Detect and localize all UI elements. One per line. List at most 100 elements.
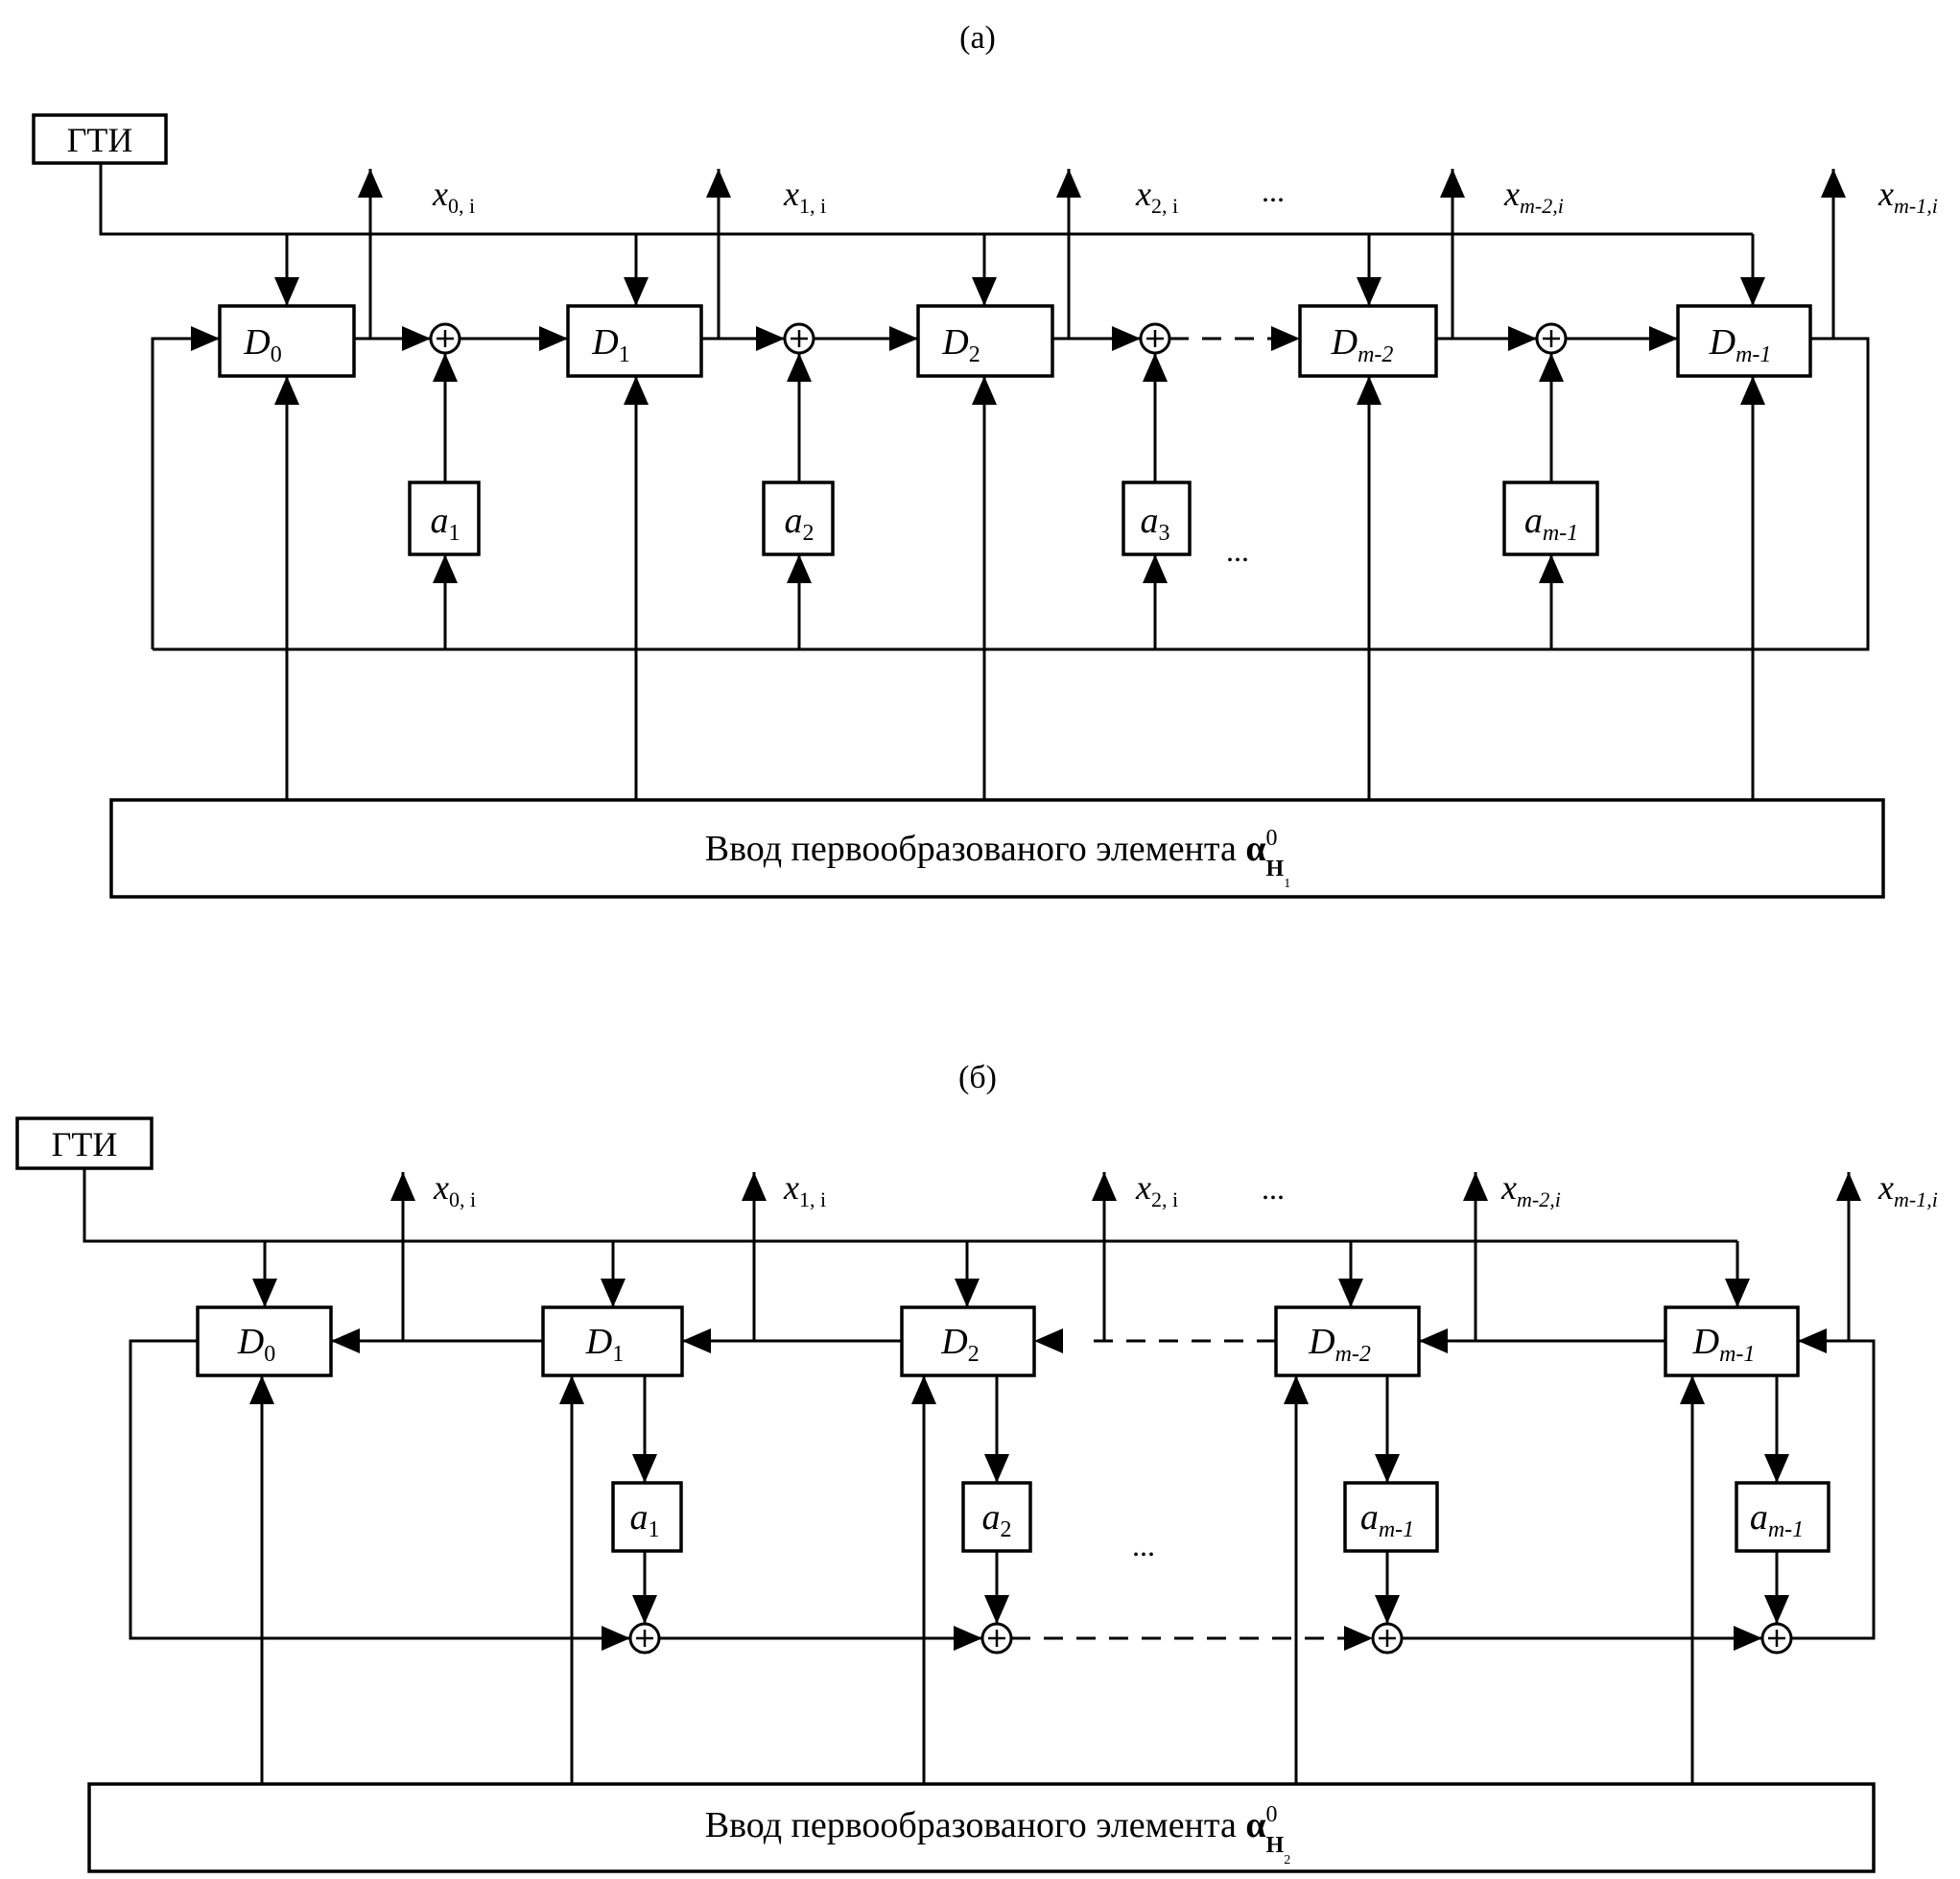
input-arrow-icon — [1357, 376, 1381, 405]
input-arrow-icon — [624, 376, 649, 405]
arrow-icon — [1539, 554, 1564, 583]
coefficient-box — [1735, 1481, 1830, 1553]
output-arrow-icon — [706, 169, 731, 198]
output-label-b-4: xm-1,i — [1877, 1168, 1938, 1211]
register-label-b-0-subscript: 0 — [264, 1342, 275, 1367]
output-arrow-icon — [742, 1172, 767, 1201]
input-label-text: Ввод первообразованого элемента — [705, 829, 1237, 869]
coefficient-label-a-1-subscript: 2 — [803, 521, 815, 546]
ellipsis-outputs-b: ... — [1262, 1171, 1285, 1206]
alpha-sub-subscript: 1 — [1284, 877, 1290, 891]
arrow-icon — [331, 1328, 360, 1353]
xor-a-2 — [1139, 322, 1171, 355]
output-label-a-1: x1, i — [783, 175, 826, 218]
register-label-a-1: D1 — [591, 322, 629, 367]
output-label-a-0-symbol: x — [432, 175, 448, 213]
xor-b-0 — [628, 1622, 661, 1655]
coefficient-label-b-1-subscript: 2 — [1001, 1517, 1012, 1542]
arrow-icon — [1734, 1626, 1762, 1651]
coefficient-label-b-1-symbol: a — [982, 1497, 1001, 1538]
caption-b: (б) — [958, 1060, 997, 1095]
xor-b-3 — [1760, 1622, 1793, 1655]
arrow-icon — [1508, 326, 1537, 351]
register-label-b-4-subscript: m-1 — [1719, 1342, 1755, 1367]
clock-arrow-icon — [601, 1279, 626, 1307]
register-label-a-1-subscript: 1 — [619, 342, 630, 367]
arrow-icon — [433, 353, 458, 382]
coefficient-label-b-2: am-1 — [1360, 1497, 1414, 1542]
output-label-b-4-subscript: m-1,i — [1894, 1187, 1938, 1211]
register-label-a-2: D2 — [941, 322, 980, 367]
input-label-space — [1237, 1805, 1246, 1845]
output-arrow-icon — [1440, 169, 1465, 198]
clock-arrow-icon — [274, 277, 299, 306]
register-label-b-1-symbol: D — [585, 1322, 612, 1362]
arrow-icon — [1764, 1454, 1789, 1483]
clock-generator-b: ГТИ — [15, 1116, 153, 1170]
alpha-superscript: 0 — [1266, 1802, 1278, 1827]
arrow-icon — [787, 353, 812, 382]
input-arrow-icon — [1284, 1375, 1309, 1404]
register-b-1: D1 — [541, 1305, 684, 1377]
register-label-b-2: D2 — [940, 1322, 979, 1367]
arrow-icon — [1798, 1328, 1827, 1353]
feedback-left-a — [151, 337, 220, 649]
arrow-icon — [984, 1454, 1009, 1483]
register-a-2: D2 — [916, 304, 1054, 378]
coefficient-label-b-0-symbol: a — [630, 1497, 649, 1538]
output-label-a-3-symbol: x — [1503, 175, 1520, 213]
input-arrow-icon — [1680, 1375, 1705, 1404]
coefficient-label-a-2-symbol: a — [1141, 501, 1159, 541]
xor-a-1 — [783, 322, 815, 355]
output-label-a-2-subscript: 2, i — [1151, 194, 1178, 218]
arrow-icon — [1649, 326, 1678, 351]
output-label-b-2-subscript: 2, i — [1151, 1187, 1178, 1211]
output-arrow-icon — [1821, 169, 1846, 198]
arrow-icon — [1143, 353, 1168, 382]
coefficient-label-a-0: a1 — [431, 501, 460, 546]
coefficient-label-b-3-symbol: a — [1750, 1497, 1768, 1538]
input-arrow-icon — [559, 1375, 584, 1404]
input-arrow-icon — [911, 1375, 936, 1404]
output-label-b-4-symbol: x — [1877, 1168, 1894, 1207]
arrow-icon — [191, 326, 220, 351]
register-label-b-0: D0 — [237, 1322, 275, 1367]
register-label-a-3-subscript: m-2 — [1358, 342, 1393, 367]
input-arrow-icon — [972, 376, 997, 405]
coefficient-a-2: a3 — [1122, 353, 1192, 649]
output-label-b-0-symbol: x — [433, 1168, 449, 1207]
coefficient-label-a-2: a3 — [1141, 501, 1170, 546]
coefficient-box — [611, 1481, 683, 1553]
coefficient-label-b-1: a2 — [982, 1497, 1012, 1542]
output-label-a-2: x2, i — [1135, 175, 1178, 218]
output-arrow-icon — [1092, 1172, 1117, 1201]
arrow-icon — [402, 326, 431, 351]
arrow-icon — [1271, 326, 1300, 351]
arrow-icon — [1539, 353, 1564, 382]
coefficient-label-b-0: a1 — [630, 1497, 660, 1542]
output-label-b-2-symbol: x — [1135, 1168, 1151, 1207]
output-label-b-1-subscript: 1, i — [799, 1187, 826, 1211]
clock-bus-a — [99, 163, 1753, 236]
coefficient-label-a-3-subscript: m-1 — [1543, 521, 1578, 546]
arrow-icon — [682, 1328, 711, 1353]
caption-a: (а) — [959, 20, 996, 56]
clock-bus-b — [83, 1168, 1737, 1243]
clock-arrow-icon — [1725, 1279, 1750, 1307]
clock-arrow-icon — [624, 277, 649, 306]
alpha-sub-subscript: 2 — [1284, 1853, 1290, 1867]
coefficient-label-a-1: a2 — [785, 501, 815, 546]
output-label-b-1-symbol: x — [783, 1168, 799, 1207]
coefficient-label-a-0-symbol: a — [431, 501, 449, 541]
output-arrow-icon — [1463, 1172, 1488, 1201]
register-box — [196, 1305, 333, 1377]
ellipsis-coefficients-b: ... — [1132, 1528, 1155, 1562]
register-b-3: Dm-2 — [1274, 1305, 1421, 1377]
input-box-b — [87, 1782, 1876, 1873]
register-label-b-2-subscript: 2 — [968, 1342, 980, 1367]
alpha-symbol: α — [1245, 1805, 1265, 1845]
